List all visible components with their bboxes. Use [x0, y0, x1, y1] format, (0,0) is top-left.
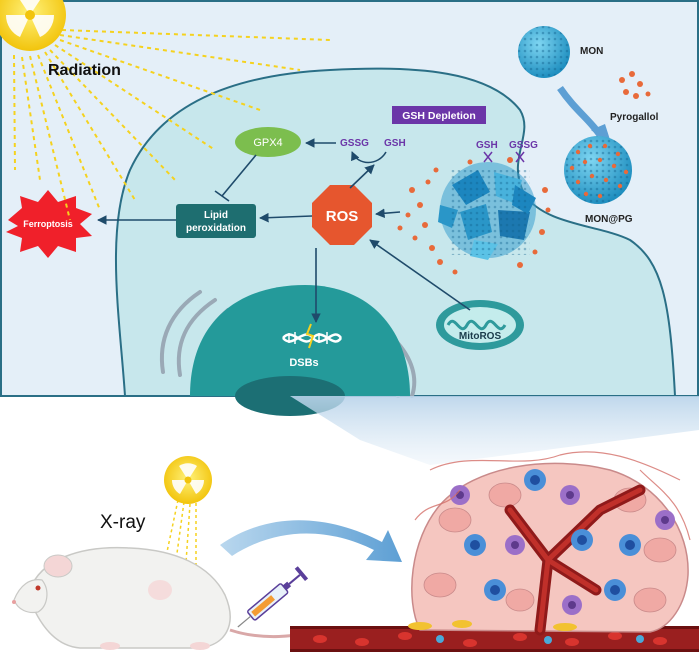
dna-icon: [282, 323, 343, 349]
radiation-label: Radiation: [48, 62, 121, 79]
ferroptosis-label: Ferroptosis: [23, 219, 73, 229]
lipid-peroxidation-node: [176, 204, 256, 238]
mon-pg-label: MON@PG: [585, 214, 633, 225]
gsh-label-right: GSH: [476, 140, 498, 151]
pathway-arrows: [97, 138, 471, 323]
gpx4-node: [235, 127, 301, 157]
mitochondrion-icon: [436, 300, 524, 350]
lipid-label-line2: peroxidation: [186, 223, 246, 234]
lipid-label-line1: Lipid: [204, 210, 228, 221]
mon-pg-nanoparticle-icon: [564, 136, 632, 204]
gsh-depletion-badge: [392, 106, 486, 124]
mon-label: MON: [580, 46, 603, 57]
zoom-fan: [290, 396, 699, 465]
blocked-conversion-icon: [483, 151, 525, 163]
nanoparticle-fragments: [438, 162, 536, 260]
pyrogallol-label: Pyrogallol: [610, 112, 659, 123]
gpx4-label: GPX4: [253, 137, 282, 149]
gsh-label-left: GSH: [384, 138, 406, 149]
mouse-icon: [12, 546, 321, 650]
gssg-label-right: GSSG: [509, 140, 538, 151]
mitoros-label: MitoROS: [459, 331, 502, 342]
mon-nanoparticle-icon: [518, 26, 570, 78]
inhibition-arrow: [214, 154, 257, 202]
gsh-gssg-cycle-arrow: [351, 151, 387, 164]
syringe-icon: [237, 566, 309, 628]
gsh-depletion-label: GSH Depletion: [402, 110, 476, 122]
treatment-arrow: [220, 520, 402, 562]
pyrogallol-icon: [619, 71, 651, 99]
ferroptosis-burst: [6, 190, 92, 258]
gssg-label-left: GSSG: [340, 138, 369, 149]
pyrogallol-molecules: [397, 157, 551, 275]
tumor-tissue-icon: [408, 451, 691, 636]
ros-label: ROS: [326, 208, 359, 225]
xray-label: X-ray: [100, 512, 146, 533]
radiation-sun-icon: [0, 0, 331, 221]
dsbs-label: DSBs: [289, 357, 318, 369]
ros-node: [312, 185, 372, 245]
